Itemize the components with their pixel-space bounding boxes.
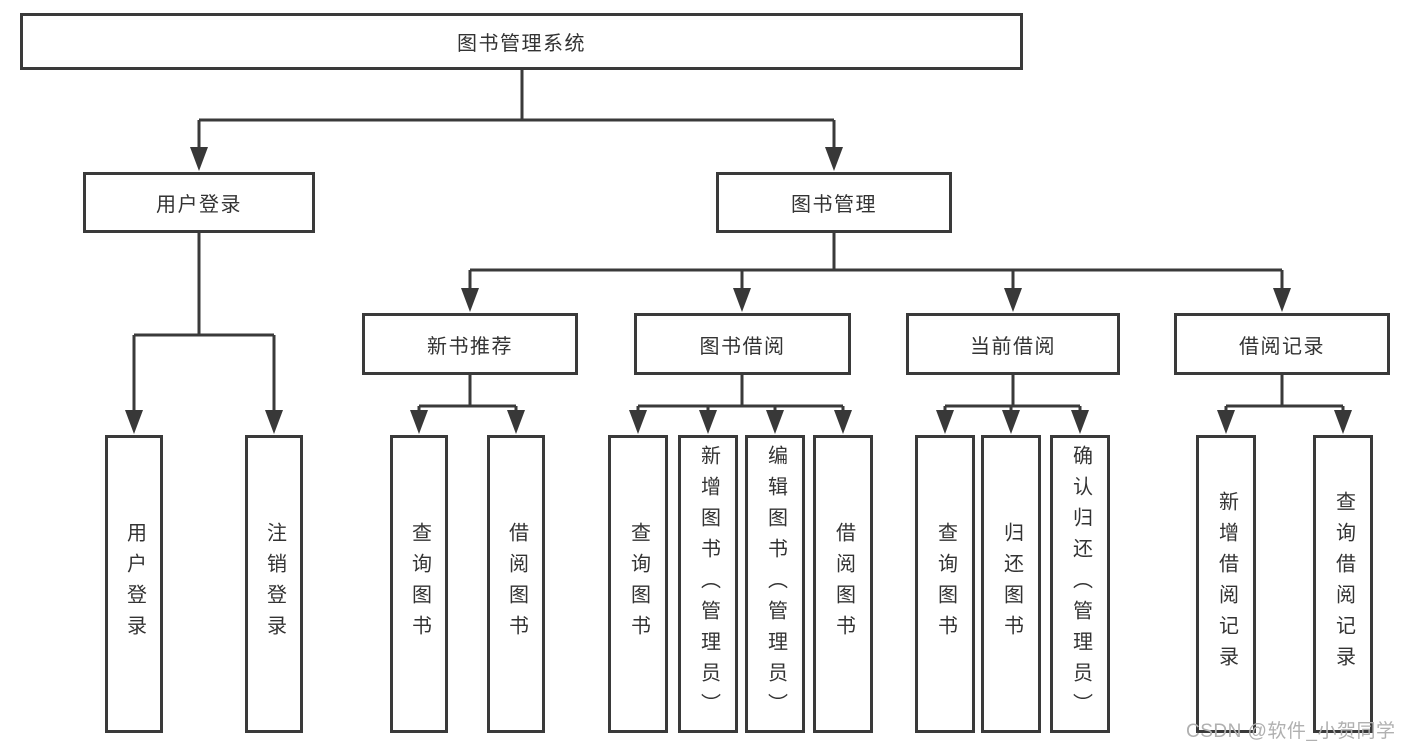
connector-userlogin-to-leaves (132, 233, 276, 416)
node-label: 图书借阅 (699, 335, 786, 358)
node-borrowing-records: 借阅记录 (1174, 313, 1390, 375)
arrowheads-userlogin-leaves (125, 410, 283, 434)
node-label: 归还图书 (1000, 522, 1023, 646)
node-label: 借阅图书 (832, 522, 855, 646)
node-label: 图书管理系统 (457, 33, 586, 55)
node-label: 新增图书（管理员） (697, 444, 720, 724)
csdn-watermark: CSDN @软件_小贺同学 (1186, 721, 1396, 742)
arrowheads-level3 (461, 288, 1291, 312)
arrowheads-bookborrow-leaves (629, 410, 852, 434)
leaf-query-borrow-record: 查询借阅记录 (1313, 435, 1373, 733)
node-label: 编辑图书（管理员） (764, 444, 787, 724)
node-label: 查询图书 (627, 522, 650, 646)
node-label: 查询图书 (408, 522, 431, 646)
leaf-logout: 注销登录 (245, 435, 303, 733)
connector-newbook-to-leaves (417, 375, 518, 416)
connector-bookmgmt-to-level3 (468, 233, 1284, 294)
leaf-edit-book-admin: 编辑图书（管理员） (745, 435, 805, 733)
arrowheads-currentborrow-leaves (936, 410, 1089, 434)
leaf-query-books-current: 查询图书 (915, 435, 975, 733)
node-book-borrowing: 图书借阅 (634, 313, 851, 375)
arrowheads-newbook-leaves (410, 410, 525, 434)
node-label: 确认归还（管理员） (1069, 444, 1092, 724)
arrowheads-level2 (190, 147, 843, 171)
leaf-return-book: 归还图书 (981, 435, 1041, 733)
node-label: 查询借阅记录 (1332, 491, 1355, 677)
node-label: 当前借阅 (970, 335, 1056, 358)
leaf-borrow-books: 借阅图书 (813, 435, 873, 733)
leaf-query-books-recommend: 查询图书 (390, 435, 448, 733)
node-label: 新增借阅记录 (1215, 491, 1238, 677)
node-label: 新书推荐 (427, 335, 513, 358)
node-new-book-recommendation: 新书推荐 (362, 313, 578, 375)
leaf-add-book-admin: 新增图书（管理员） (678, 435, 738, 733)
arrowheads-borrowrecords-leaves (1217, 410, 1352, 434)
connector-borrowrecords-to-leaves (1224, 375, 1345, 416)
node-label: 借阅记录 (1239, 335, 1325, 358)
leaf-confirm-return-admin: 确认归还（管理员） (1050, 435, 1110, 733)
node-label: 用户登录 (123, 522, 146, 646)
node-book-management: 图书管理 (716, 172, 952, 233)
connector-currentborrow-to-leaves (943, 375, 1082, 416)
connector-bookborrow-to-leaves (636, 375, 845, 416)
leaf-query-books-borrow: 查询图书 (608, 435, 668, 733)
connector-root-to-level2 (197, 70, 836, 152)
node-label: 用户登录 (156, 194, 242, 216)
node-library-management-system: 图书管理系统 (20, 13, 1023, 70)
leaf-user-login: 用户登录 (105, 435, 163, 733)
node-label: 借阅图书 (505, 522, 528, 646)
node-user-login: 用户登录 (83, 172, 315, 233)
node-label: 图书管理 (791, 194, 877, 216)
leaf-borrow-books-recommend: 借阅图书 (487, 435, 545, 733)
node-label: 注销登录 (263, 522, 286, 646)
node-label: 查询图书 (934, 522, 957, 646)
leaf-add-borrow-record: 新增借阅记录 (1196, 435, 1256, 733)
node-current-borrowing: 当前借阅 (906, 313, 1120, 375)
